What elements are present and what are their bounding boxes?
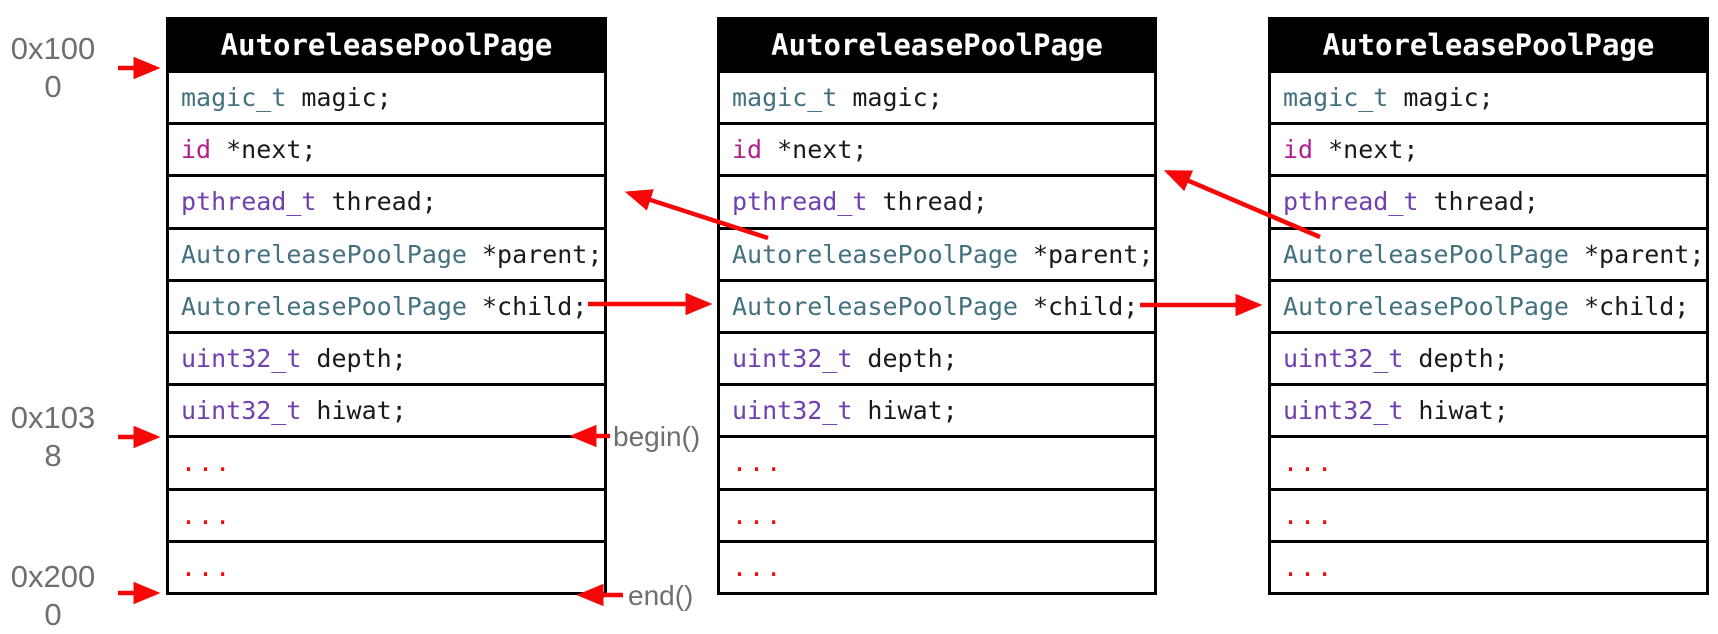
field-row-next: id *next; [1271,122,1706,174]
field-name: thread; [331,187,437,217]
begin-label: begin() [613,421,701,452]
field-row-thread: pthread_t thread; [1271,174,1706,226]
ellipsis-row: ... [720,539,1154,592]
pool-page-table-1: AutoreleasePoolPage magic_t magic; id *nex… [166,17,607,595]
field-name: *next; [777,135,868,165]
ellipsis-row: ... [1271,539,1706,592]
field-type: uint32_t [181,396,302,426]
field-type: uint32_t [732,396,853,426]
field-name: depth; [1418,344,1509,374]
field-row-depth: uint32_t depth; [169,330,604,383]
field-type: pthread_t [732,187,868,217]
field-type: id [181,135,212,165]
field-row-magic: magic_t magic; [169,70,604,122]
field-name: hiwat; [867,396,958,426]
field-type: pthread_t [1283,187,1419,217]
field-name: magic; [301,83,392,113]
address-line: 0 [44,597,62,632]
ellipsis-row: ... [169,487,604,540]
ellipsis: ... [1283,552,1335,582]
field-row-parent: AutoreleasePoolPage *parent; [720,226,1154,279]
field-type: uint32_t [1283,396,1404,426]
table-header: AutoreleasePoolPage [169,20,604,70]
ellipsis: ... [1283,500,1335,530]
field-type: uint32_t [1283,344,1404,374]
field-type: id [732,135,763,165]
ellipsis: ... [732,448,784,478]
field-name: magic; [1403,83,1494,113]
field-name: *next; [1328,135,1419,165]
field-type: uint32_t [732,344,853,374]
field-type: AutoreleasePoolPage [1283,291,1569,321]
field-row-parent: AutoreleasePoolPage *parent; [169,226,604,279]
field-row-parent: AutoreleasePoolPage *parent; [1271,226,1706,279]
ellipsis-row: ... [1271,435,1706,487]
address-label-0x1038: 0x103 8 [3,399,103,475]
end-label: end() [628,580,694,611]
field-row-child: AutoreleasePoolPage *child; [1271,278,1706,331]
ellipsis-row: ... [169,435,604,487]
ellipsis-row: ... [1271,487,1706,540]
field-type: magic_t [1283,83,1389,113]
field-type: magic_t [181,83,287,113]
ellipsis: ... [732,500,784,530]
ellipsis: ... [181,500,233,530]
address-label-0x1000: 0x100 0 [3,30,103,106]
field-name: *parent; [1032,239,1154,269]
field-row-hiwat: uint32_t hiwat; [169,383,604,435]
field-row-hiwat: uint32_t hiwat; [1271,383,1706,435]
field-name: *parent; [481,239,603,269]
field-type: pthread_t [181,187,317,217]
field-row-child: AutoreleasePoolPage *child; [169,278,604,331]
pool-page-table-2: AutoreleasePoolPage magic_t magic; id *nex… [717,17,1157,595]
address-line: 0x103 [10,400,96,435]
field-row-magic: magic_t magic; [720,70,1154,122]
table-header: AutoreleasePoolPage [1271,20,1706,70]
field-name: *parent; [1583,239,1705,269]
field-row-thread: pthread_t thread; [720,174,1154,226]
field-name: depth; [867,344,958,374]
field-name: depth; [316,344,407,374]
ellipsis-row: ... [720,435,1154,487]
field-type: id [1283,135,1314,165]
field-type: AutoreleasePoolPage [732,239,1018,269]
field-row-next: id *next; [720,122,1154,174]
table-header: AutoreleasePoolPage [720,20,1154,70]
field-name: thread; [882,187,988,217]
field-type: AutoreleasePoolPage [732,291,1018,321]
address-line: 0x200 [10,559,96,594]
field-row-next: id *next; [169,122,604,174]
field-type: AutoreleasePoolPage [1283,239,1569,269]
field-name: *child; [1583,291,1690,321]
ellipsis: ... [181,448,233,478]
ellipsis: ... [732,552,784,582]
field-name: *child; [481,291,588,321]
field-row-child: AutoreleasePoolPage *child; [720,278,1154,331]
field-type: AutoreleasePoolPage [181,239,467,269]
field-row-depth: uint32_t depth; [1271,330,1706,383]
field-name: hiwat; [1418,396,1509,426]
address-line: 8 [44,438,62,473]
field-type: AutoreleasePoolPage [181,291,467,321]
address-line: 0 [44,69,62,104]
pool-page-table-3: AutoreleasePoolPage magic_t magic; id *nex… [1268,17,1709,595]
field-row-thread: pthread_t thread; [169,174,604,226]
field-row-depth: uint32_t depth; [720,330,1154,383]
field-row-hiwat: uint32_t hiwat; [720,383,1154,435]
field-name: hiwat; [316,396,407,426]
field-name: *child; [1032,291,1139,321]
field-type: uint32_t [181,344,302,374]
address-line: 0x100 [10,31,96,66]
ellipsis-row: ... [720,487,1154,540]
address-label-0x2000: 0x200 0 [3,558,103,634]
ellipsis: ... [181,552,233,582]
field-name: thread; [1433,187,1539,217]
field-name: magic; [852,83,943,113]
field-name: *next; [226,135,317,165]
field-row-magic: magic_t magic; [1271,70,1706,122]
field-type: magic_t [732,83,838,113]
ellipsis-row: ... [169,539,604,592]
ellipsis: ... [1283,448,1335,478]
